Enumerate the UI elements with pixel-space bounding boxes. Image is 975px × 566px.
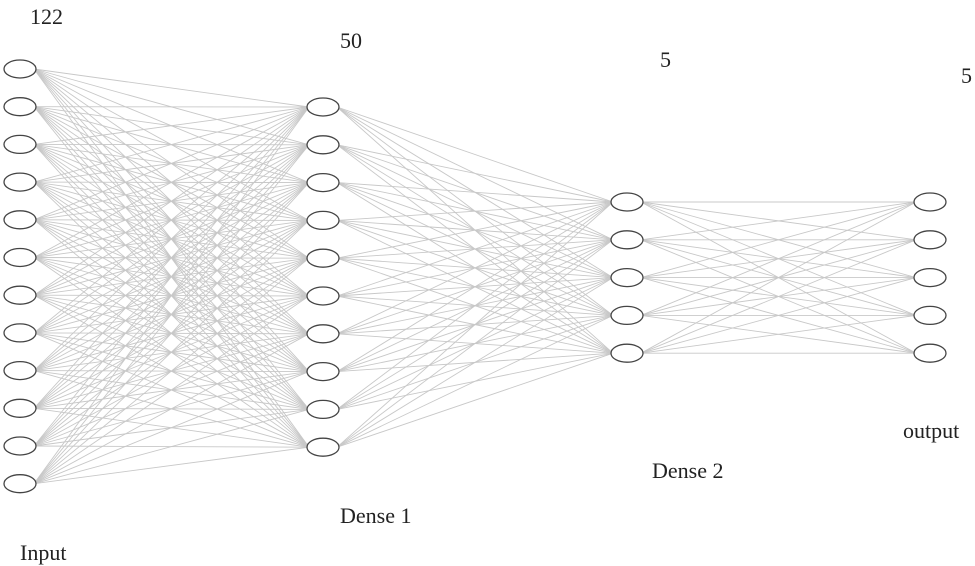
dense1-node-6 <box>306 324 340 344</box>
edge-dense1-9-to-dense2-4 <box>336 352 614 448</box>
input-layer-label: Input <box>20 540 67 565</box>
input-node-11 <box>3 474 37 494</box>
dense1-layer-label: Dense 1 <box>340 503 412 528</box>
output-node-3 <box>913 305 947 326</box>
input-node-3 <box>3 172 37 192</box>
input-node-2 <box>3 134 37 155</box>
edge-input-11-to-dense1-6 <box>33 333 310 485</box>
input-node-10 <box>3 436 37 456</box>
dense1-node-5 <box>306 286 340 306</box>
output-layer-count: 5 <box>961 63 972 88</box>
edge-dense2-4-to-output-2 <box>640 277 917 354</box>
edge-input-8-to-dense1-0 <box>33 106 310 371</box>
dense2-node-4 <box>610 343 644 363</box>
input-node-9 <box>3 398 37 418</box>
edge-dense1-9-to-dense2-0 <box>336 201 614 448</box>
dense1-node-0 <box>306 97 340 117</box>
dense1-node-7 <box>306 361 340 382</box>
dense1-node-1 <box>306 135 340 155</box>
edge-dense1-9-to-dense2-3 <box>336 314 614 448</box>
edge-dense1-2-to-dense2-0 <box>336 182 614 203</box>
edge-input-4-to-dense1-0 <box>33 106 310 221</box>
edge-dense2-4-to-output-3 <box>640 314 917 354</box>
edge-input-9-to-dense1-0 <box>33 106 310 409</box>
dense2-node-2 <box>610 267 644 288</box>
edge-input-11-to-dense1-0 <box>33 106 310 484</box>
edge-dense1-5-to-dense2-0 <box>336 201 614 297</box>
edge-input-11-to-dense1-5 <box>33 295 310 485</box>
edge-input-11-to-dense1-9 <box>33 446 310 485</box>
input-node-6 <box>3 285 37 305</box>
edge-dense2-2-to-output-0 <box>640 201 917 279</box>
edge-input-6-to-dense1-0 <box>33 106 310 296</box>
dense2-node-1 <box>610 230 644 250</box>
output-node-2 <box>913 267 947 288</box>
edge-input-11-to-dense1-4 <box>33 257 310 485</box>
edge-dense2-3-to-output-0 <box>640 201 917 316</box>
edge-dense1-7-to-dense2-0 <box>336 201 614 372</box>
edge-dense1-6-to-dense2-0 <box>336 201 614 335</box>
input-node-0 <box>3 59 37 79</box>
connection-edges <box>33 68 917 485</box>
edge-input-7-to-dense1-0 <box>33 106 310 334</box>
edge-input-3-to-dense1-0 <box>33 106 310 183</box>
dense2-node-0 <box>610 192 644 212</box>
input-node-5 <box>3 247 37 268</box>
dense1-node-3 <box>306 210 340 231</box>
edge-dense1-8-to-dense2-0 <box>336 201 614 410</box>
edge-input-0-to-dense1-0 <box>33 68 310 108</box>
edge-input-11-to-dense1-3 <box>33 220 310 485</box>
input-layer-count: 122 <box>30 4 63 29</box>
output-node-4 <box>913 343 947 363</box>
edge-input-5-to-dense1-0 <box>33 106 310 258</box>
edge-input-10-to-dense1-0 <box>33 106 310 447</box>
output-node-1 <box>913 230 947 250</box>
edge-dense1-9-to-dense2-2 <box>336 277 614 448</box>
edge-dense1-1-to-dense2-0 <box>336 144 614 203</box>
dense1-layer-count: 50 <box>340 28 362 53</box>
dense2-node-3 <box>610 305 644 326</box>
input-node-8 <box>3 360 37 381</box>
dense1-node-9 <box>306 437 340 457</box>
edge-input-11-to-dense1-1 <box>33 144 310 484</box>
dense2-layer-count: 5 <box>660 47 671 72</box>
edge-input-11-to-dense1-8 <box>33 408 310 485</box>
edge-input-11-to-dense1-7 <box>33 371 310 485</box>
dense1-node-4 <box>306 248 340 268</box>
dense2-layer-label: Dense 2 <box>652 458 724 483</box>
input-node-1 <box>3 97 37 117</box>
edge-input-11-to-dense1-2 <box>33 182 310 485</box>
edge-dense1-3-to-dense2-0 <box>336 201 614 221</box>
output-node-0 <box>913 192 947 212</box>
edge-input-2-to-dense1-0 <box>33 106 310 145</box>
output-layer-label: output <box>903 418 960 443</box>
dense1-node-8 <box>306 399 340 420</box>
neuron-nodes <box>3 59 947 494</box>
dense1-node-2 <box>306 172 340 193</box>
edge-dense1-0-to-dense2-0 <box>336 106 614 203</box>
input-node-7 <box>3 323 37 343</box>
input-node-4 <box>3 210 37 230</box>
edge-dense2-4-to-output-0 <box>640 201 917 354</box>
edge-dense2-4-to-output-1 <box>640 239 917 354</box>
edge-dense1-9-to-dense2-1 <box>336 239 614 448</box>
edge-dense2-1-to-output-0 <box>640 201 917 241</box>
edge-dense1-4-to-dense2-0 <box>336 201 614 259</box>
